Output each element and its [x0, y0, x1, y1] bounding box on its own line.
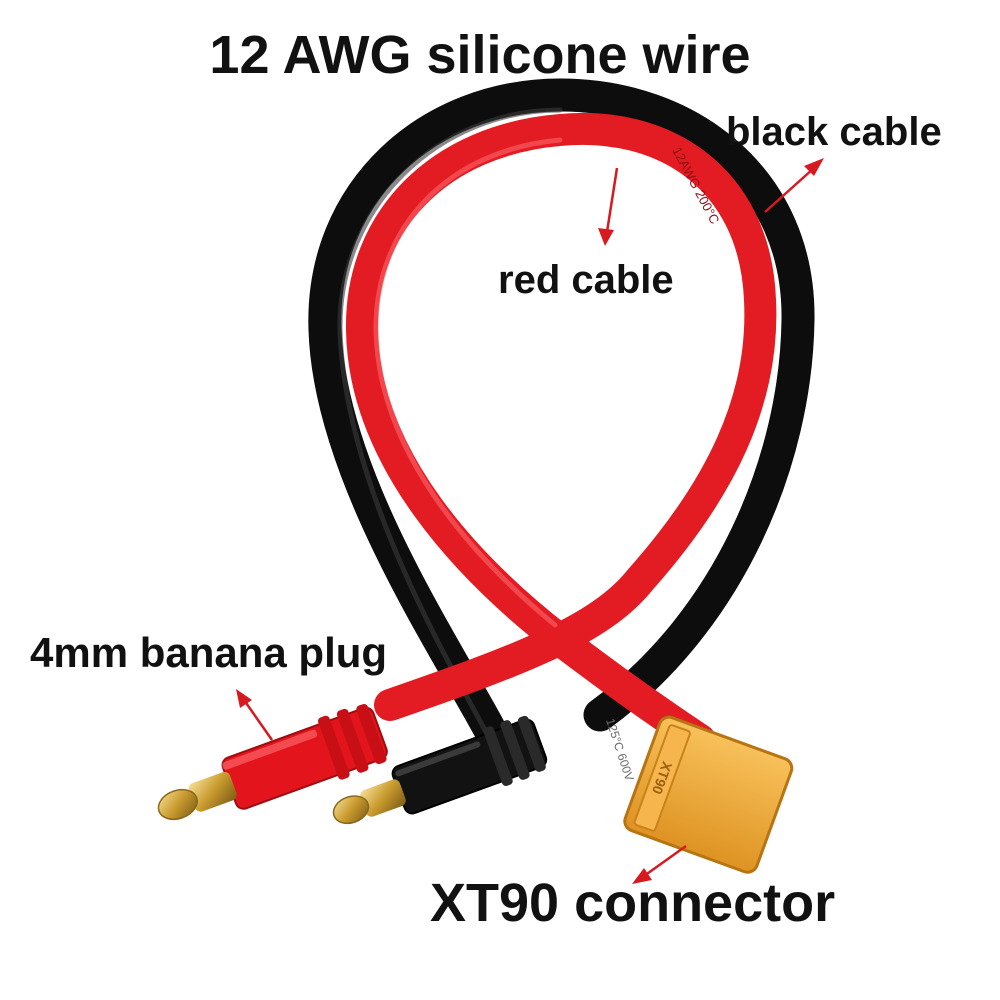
black-wire-highlight [337, 107, 563, 743]
red-wire-highlight [373, 137, 563, 628]
black-wire [308, 78, 815, 777]
red-wire [345, 112, 777, 756]
black-cable-label: black cable [726, 110, 942, 154]
black-cable-arrow [764, 158, 824, 213]
xt90-arrow [632, 844, 687, 884]
banana-plug-arrow [236, 689, 274, 741]
red-banana-plug [157, 703, 388, 821]
red-cable-label: red cable [498, 258, 674, 302]
red-cable-arrow [598, 167, 619, 246]
page-title: 12 AWG silicone wire [209, 25, 751, 85]
black-banana-plug [332, 715, 548, 825]
xt90-connector-label: XT90 connector [430, 873, 836, 933]
xt90-connector: XT90 [623, 715, 794, 874]
banana-plug-label: 4mm banana plug [30, 629, 388, 676]
